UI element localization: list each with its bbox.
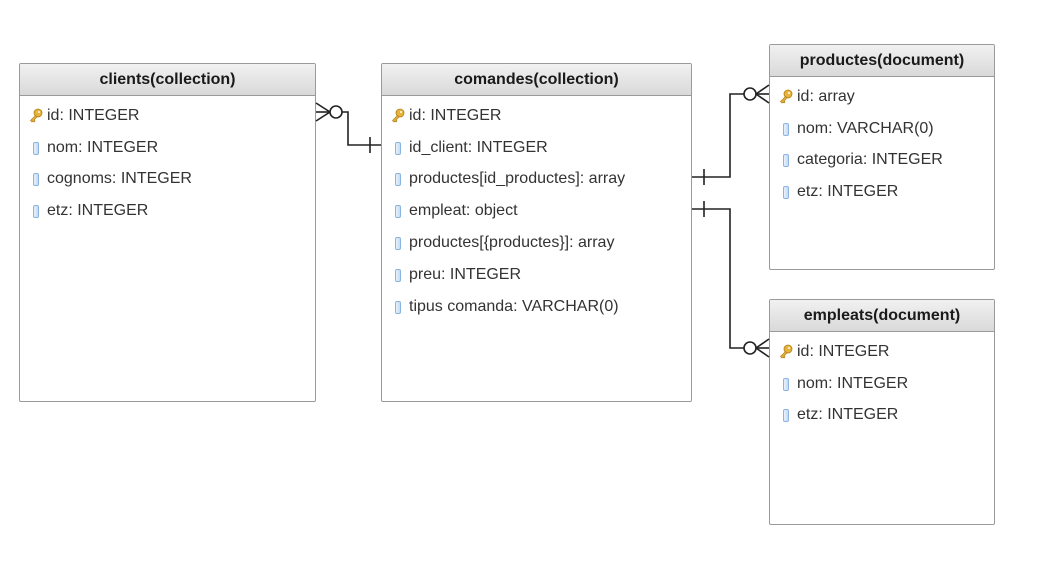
field-label: empleat: object bbox=[409, 202, 518, 220]
field-label: nom: VARCHAR(0) bbox=[797, 119, 934, 137]
field-label: preu: INTEGER bbox=[409, 265, 522, 283]
field-label: id_client: INTEGER bbox=[409, 138, 548, 156]
crowfoot-many bbox=[315, 111, 331, 122]
column-icon bbox=[391, 140, 405, 156]
crowfoot-many bbox=[755, 338, 770, 349]
crowfoot-many bbox=[755, 347, 770, 358]
field-label: nom: INTEGER bbox=[797, 374, 909, 392]
field-row[interactable]: empleat: object bbox=[382, 195, 691, 227]
relation-comandes-empleats[interactable] bbox=[692, 201, 770, 358]
field-row[interactable]: nom: INTEGER bbox=[20, 132, 315, 164]
field-row[interactable]: nom: VARCHAR(0) bbox=[770, 113, 994, 145]
table-title[interactable]: empleats(document) bbox=[770, 300, 994, 332]
relation-line bbox=[342, 111, 381, 146]
field-row[interactable]: id: INTEGER bbox=[770, 336, 994, 368]
field-row[interactable]: id: INTEGER bbox=[20, 100, 315, 132]
table-clients[interactable]: clients(collection) id: INTEGER nom: INT… bbox=[19, 63, 316, 402]
column-icon bbox=[779, 407, 793, 423]
field-label: etz: INTEGER bbox=[47, 202, 149, 220]
field-row[interactable]: id_client: INTEGER bbox=[382, 132, 691, 164]
column-icon bbox=[29, 140, 43, 156]
optional-circle bbox=[743, 87, 757, 101]
field-label: cognoms: INTEGER bbox=[47, 170, 192, 188]
relation-line bbox=[692, 208, 744, 349]
field-label: categoria: INTEGER bbox=[797, 151, 943, 169]
column-icon bbox=[391, 235, 405, 251]
field-label: id: INTEGER bbox=[797, 342, 890, 360]
field-label: id: INTEGER bbox=[47, 106, 140, 124]
crowfoot-many bbox=[755, 84, 770, 95]
field-row[interactable]: id: INTEGER bbox=[382, 100, 691, 132]
column-icon bbox=[391, 203, 405, 219]
column-icon bbox=[29, 171, 43, 187]
crowfoot-many bbox=[755, 93, 770, 104]
field-row[interactable]: nom: INTEGER bbox=[770, 368, 994, 400]
column-icon bbox=[391, 171, 405, 187]
table-productes[interactable]: productes(document) id: array nom: VARCH… bbox=[769, 44, 995, 270]
column-icon bbox=[779, 184, 793, 200]
column-icon bbox=[779, 152, 793, 168]
optional-circle bbox=[743, 341, 757, 355]
relation-line bbox=[692, 93, 744, 178]
field-row[interactable]: categoria: INTEGER bbox=[770, 145, 994, 177]
table-title[interactable]: clients(collection) bbox=[20, 64, 315, 96]
field-label: tipus comanda: VARCHAR(0) bbox=[409, 297, 619, 315]
column-icon bbox=[391, 267, 405, 283]
field-row[interactable]: id: array bbox=[770, 81, 994, 113]
relation-comandes-productes[interactable] bbox=[692, 84, 770, 185]
table-empleats[interactable]: empleats(document) id: INTEGER nom: INTE… bbox=[769, 299, 995, 525]
optional-circle bbox=[329, 105, 343, 119]
table-title[interactable]: productes(document) bbox=[770, 45, 994, 77]
field-row[interactable]: etz: INTEGER bbox=[770, 400, 994, 432]
column-icon bbox=[391, 299, 405, 315]
key-icon bbox=[391, 108, 405, 124]
field-row[interactable]: etz: INTEGER bbox=[770, 176, 994, 208]
field-label: etz: INTEGER bbox=[797, 406, 899, 424]
crowfoot-many bbox=[315, 102, 331, 113]
field-label: nom: INTEGER bbox=[47, 138, 159, 156]
key-icon bbox=[779, 89, 793, 105]
relation-clients-comandes[interactable] bbox=[315, 102, 381, 153]
field-row[interactable]: tipus comanda: VARCHAR(0) bbox=[382, 291, 691, 323]
field-row[interactable]: cognoms: INTEGER bbox=[20, 164, 315, 196]
field-row[interactable]: etz: INTEGER bbox=[20, 195, 315, 227]
column-icon bbox=[779, 121, 793, 137]
field-label: productes[{productes}]: array bbox=[409, 234, 615, 252]
field-label: id: INTEGER bbox=[409, 106, 502, 124]
column-icon bbox=[779, 376, 793, 392]
key-icon bbox=[779, 344, 793, 360]
table-title[interactable]: comandes(collection) bbox=[382, 64, 691, 96]
field-label: etz: INTEGER bbox=[797, 183, 899, 201]
field-label: productes[id_productes]: array bbox=[409, 170, 626, 188]
field-label: id: array bbox=[797, 87, 855, 105]
column-icon bbox=[29, 203, 43, 219]
table-comandes[interactable]: comandes(collection) id: INTEGER id_clie… bbox=[381, 63, 692, 402]
field-row[interactable]: preu: INTEGER bbox=[382, 259, 691, 291]
field-row[interactable]: productes[id_productes]: array bbox=[382, 164, 691, 196]
field-row[interactable]: productes[{productes}]: array bbox=[382, 227, 691, 259]
key-icon bbox=[29, 108, 43, 124]
